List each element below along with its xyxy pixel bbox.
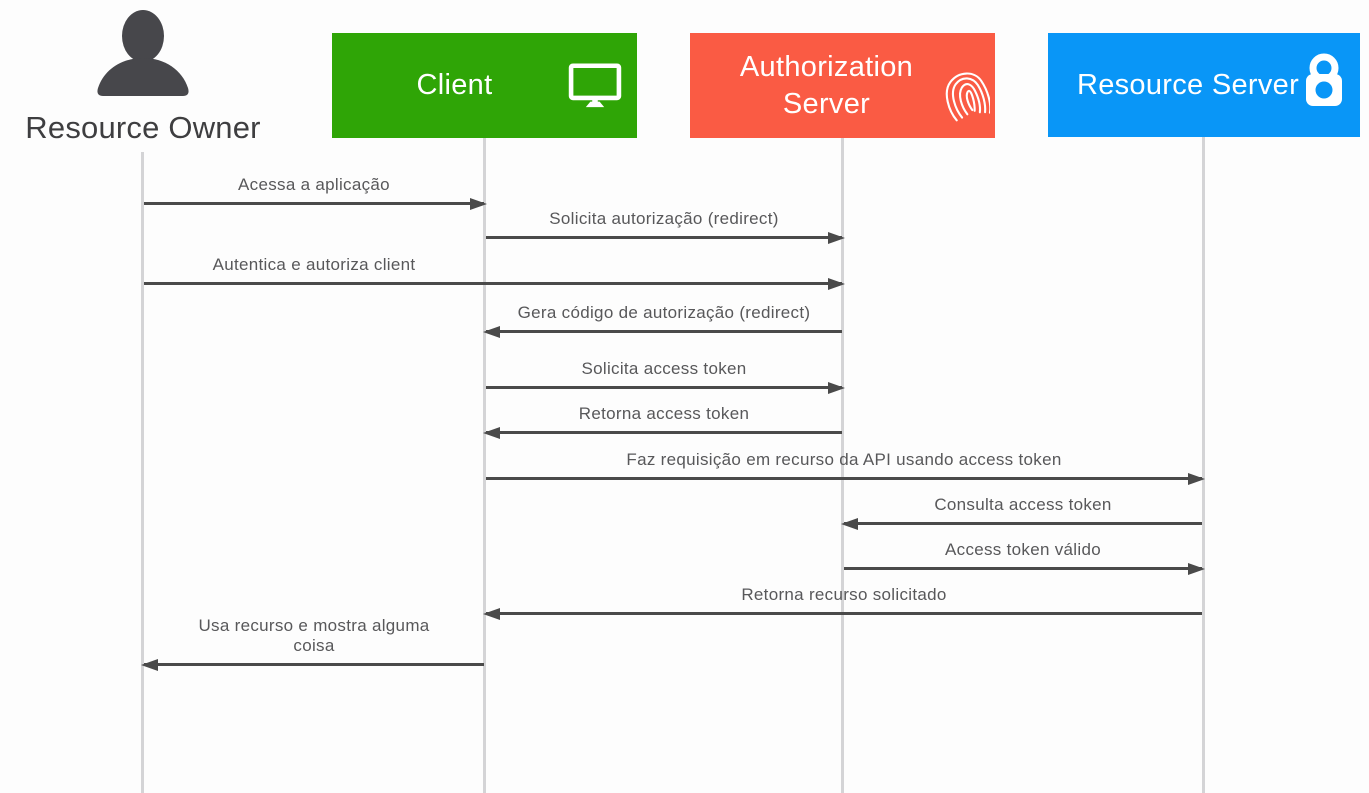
message-arrow-line [486,236,842,239]
arrowhead-icon [1188,563,1205,575]
arrowhead-icon [483,326,500,338]
message-arrow-line [844,567,1202,570]
actor-resource-server-label: Resource Server [1076,68,1300,101]
lifeline-resource-server [1202,137,1205,793]
arrowhead-icon [828,232,845,244]
message-access-token-valido: Access token válido [843,536,1205,575]
message-label: Autentica e autoriza client [212,255,416,275]
message-label: Consulta access token [934,495,1112,515]
message-acessa-a-aplicacao: Acessa a aplicação [143,171,487,210]
message-label: Access token válido [945,540,1101,560]
lifeline-client [483,138,486,793]
fingerprint-icon [945,72,990,122]
actor-client-label: Client [416,69,493,102]
arrowhead-icon [828,382,845,394]
message-label: Acessa a aplicação [238,175,390,195]
arrowhead-icon [483,608,500,620]
message-retorna-recurso-solicitado: Retorna recurso solicitado [483,581,1203,620]
message-arrow-line [486,431,842,434]
message-consulta-access-token: Consulta access token [841,491,1203,530]
message-usa-recurso-e-mostra: Usa recurso e mostra alguma coisa [141,610,485,671]
message-label: Faz requisição em recurso da API usando … [626,450,1062,470]
message-label: Retorna recurso solicitado [741,585,947,605]
arrowhead-icon [483,427,500,439]
actor-client: Client [332,33,637,138]
arrowhead-icon [841,518,858,530]
actor-resource-server: Resource Server [1048,33,1360,137]
message-label: Gera código de autorização (redirect) [517,303,811,323]
message-arrow-line [486,612,1202,615]
message-solicita-autorizacao: Solicita autorização (redirect) [485,205,845,244]
message-autentica-e-autoriza-client: Autentica e autoriza client [143,251,845,290]
actor-authorization-server: Authorization Server [690,33,995,138]
message-arrow-line [144,282,842,285]
actor-authorization-server-label: Authorization Server [739,51,914,120]
actor-resource-owner-label: Resource Owner [25,110,261,145]
message-label: Usa recurso e mostra alguma coisa [198,615,430,656]
message-arrow-line [486,477,1202,480]
message-label: Solicita autorização (redirect) [549,209,779,229]
message-faz-requisicao-recurso-api: Faz requisição em recurso da API usando … [485,446,1205,485]
arrowhead-icon [828,278,845,290]
message-solicita-access-token: Solicita access token [485,355,845,394]
message-arrow-line [486,386,842,389]
lifeline-authorization-server [841,138,844,793]
arrowhead-icon [470,198,487,210]
message-arrow-line [486,330,842,333]
message-arrow-line [144,663,484,666]
monitor-icon [568,63,622,108]
arrowhead-icon [141,659,158,671]
arrowhead-icon [1188,473,1205,485]
lock-icon [1306,53,1342,106]
person-icon [97,10,189,96]
message-arrow-line [144,202,484,205]
actor-resource-owner: Resource Owner [0,0,286,150]
message-label: Solicita access token [581,359,747,379]
message-arrow-line [844,522,1202,525]
lifeline-resource-owner [141,152,144,793]
message-label: Retorna access token [578,404,750,424]
message-gera-codigo-de-autorizacao: Gera código de autorização (redirect) [483,299,843,338]
message-retorna-access-token: Retorna access token [483,400,843,439]
